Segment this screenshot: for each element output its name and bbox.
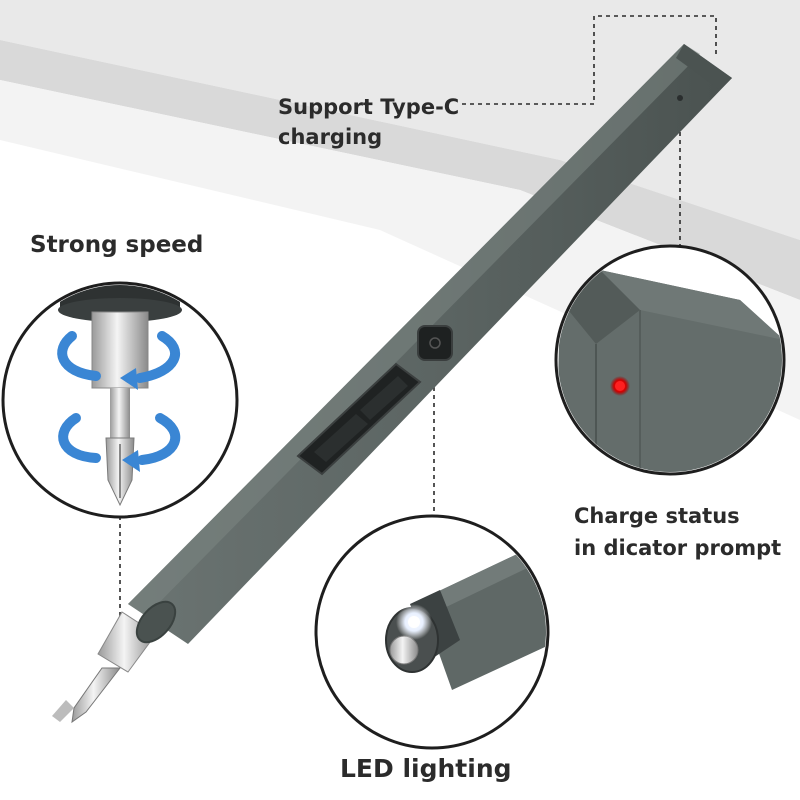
rocker-switch [296,362,422,476]
charge-label-line1: Charge status [574,504,740,528]
strong-speed-label: Strong speed [30,232,204,258]
power-button [417,325,453,361]
charge-indicator-circle [554,244,786,476]
charge-status-label: Charge status in dicator prompt [574,500,781,564]
typec-label-line1: Support Type-C [278,95,460,119]
charge-label-line2: in dicator prompt [574,536,782,560]
typec-label-line2: charging [278,125,383,149]
led-lighting-circle [314,514,550,750]
led-lighting-label: LED lighting [340,754,512,783]
screwdriver-pen [52,44,732,724]
typec-charging-label: Support Type-C charging [278,92,459,152]
background-shelf [0,0,800,420]
speed-detail-circle [1,281,239,519]
